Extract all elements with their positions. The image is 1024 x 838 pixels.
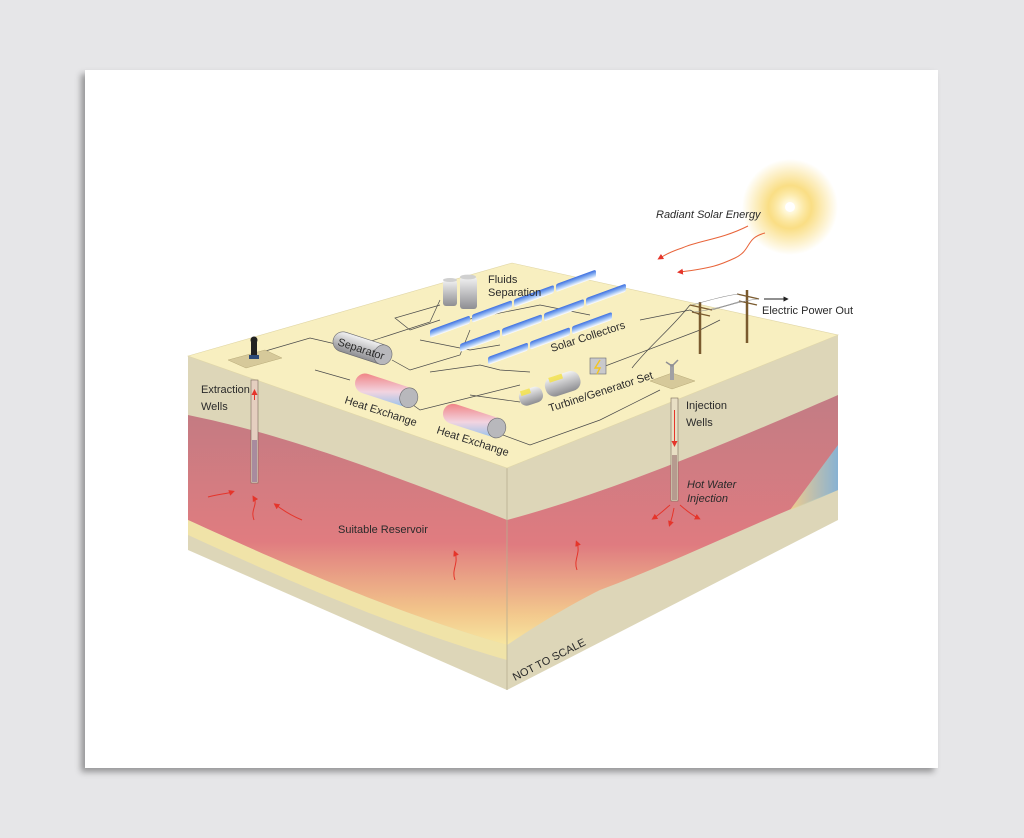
extraction-wells-label-line1: Extraction xyxy=(201,384,250,396)
separator-vessel-icon xyxy=(332,331,393,366)
fluids-separation-label-line2: Separation xyxy=(488,287,541,299)
heat-exchanger-icon xyxy=(442,403,507,439)
extraction-well-shaft xyxy=(250,379,259,484)
turbine-generator-icon xyxy=(518,371,581,406)
suitable-reservoir-label: Suitable Reservoir xyxy=(338,524,428,536)
hot-water-injection-label-line2: Injection xyxy=(687,493,728,505)
solar-collectors xyxy=(430,270,626,365)
injection-well-shaft xyxy=(670,397,679,502)
hot-water-injection-label-line1: Hot Water xyxy=(687,479,738,491)
block-right-face xyxy=(506,335,838,690)
power-line-poles-icon xyxy=(631,290,760,369)
injection-wells-label-line1: Injection xyxy=(686,400,727,412)
block-left-face xyxy=(188,356,507,690)
cold-water-zone xyxy=(790,445,838,510)
fluids-separation-tanks-icon xyxy=(443,274,477,309)
sun-icon xyxy=(742,159,838,255)
reservoir-flow-arrows xyxy=(207,490,581,581)
radiant-solar-energy-label: Radiant Solar Energy xyxy=(656,209,762,221)
block-top-surface xyxy=(187,262,840,469)
solar-ray-arrow xyxy=(657,225,749,260)
heat-exchanger-icon xyxy=(355,373,419,408)
injection-wellhead-icon xyxy=(649,359,696,390)
injection-flow-arrows xyxy=(651,504,701,527)
fluids-separation-label-line1: Fluids xyxy=(488,274,518,286)
extraction-wells-label-line2: Wells xyxy=(201,401,228,413)
extraction-wellhead-icon xyxy=(227,336,283,369)
generator-box-icon xyxy=(589,357,607,375)
electric-power-out-label: Electric Power Out xyxy=(762,305,853,317)
injection-wells-label-line2: Wells xyxy=(686,417,713,429)
solar-ray-arrow xyxy=(677,232,766,275)
